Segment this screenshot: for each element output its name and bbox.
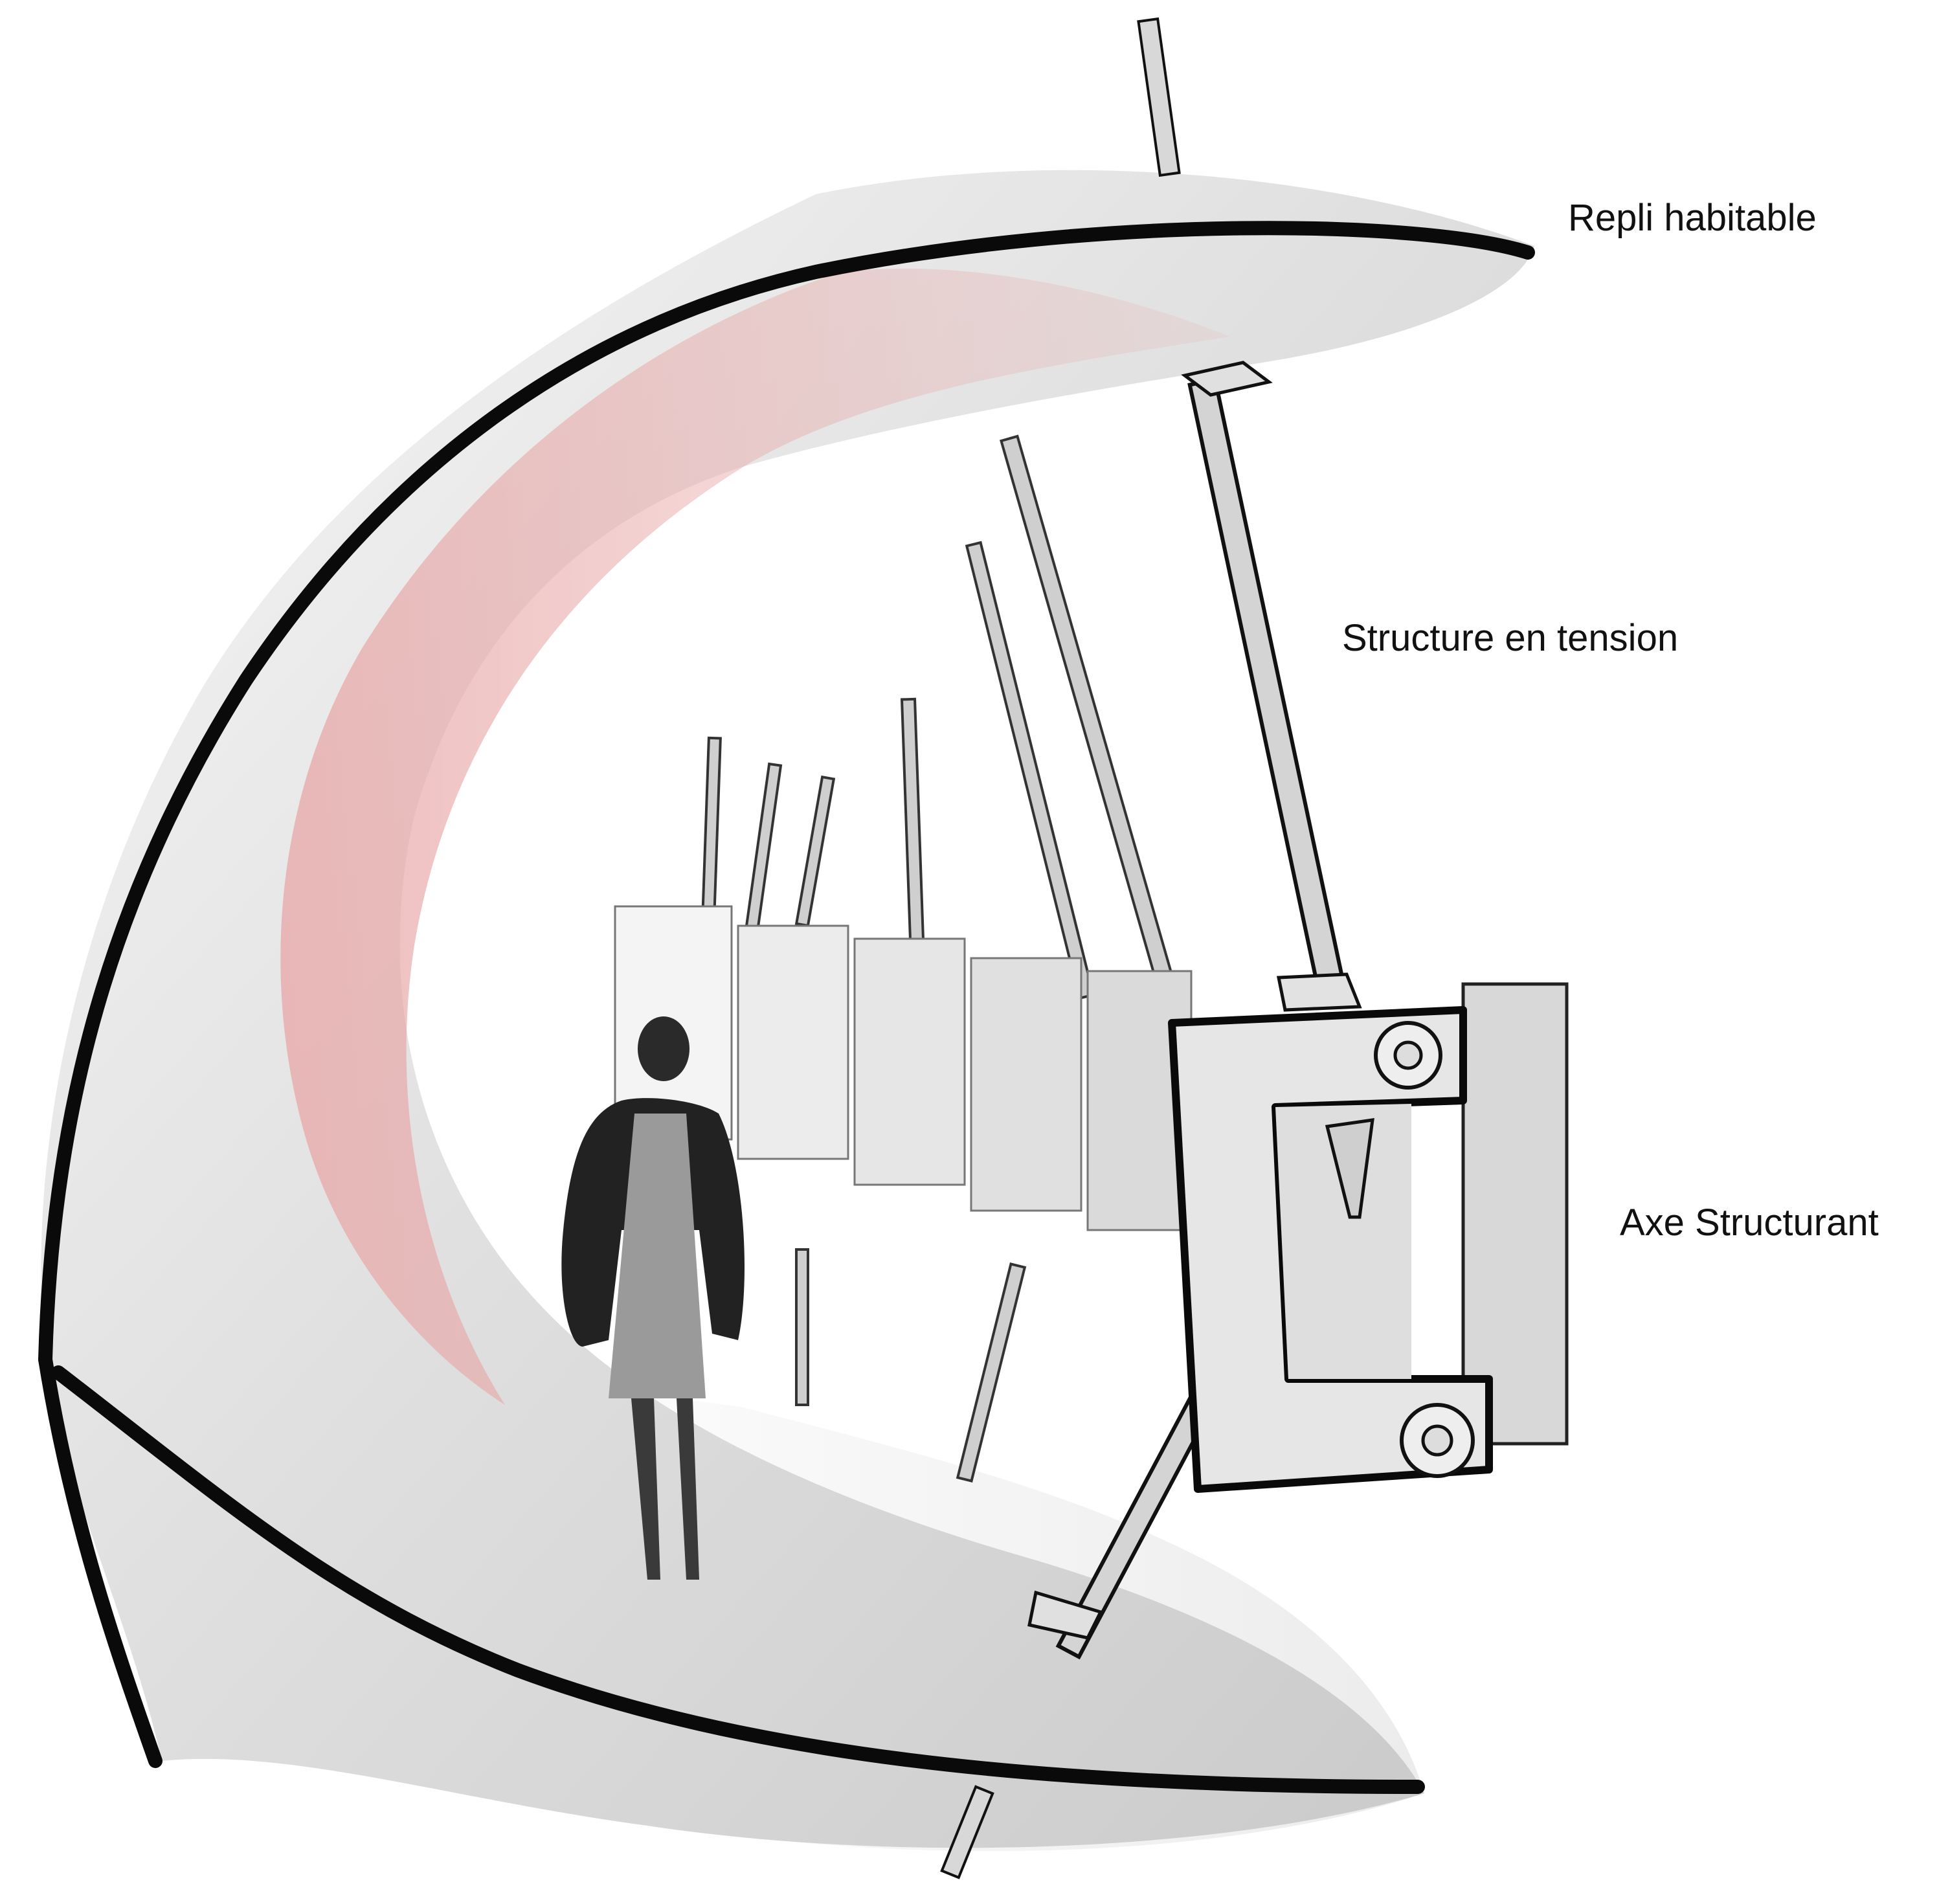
label-axe-structurant: Axe Structurant <box>1620 1204 1879 1242</box>
figure-head <box>638 1016 689 1081</box>
label-repli-habitable: Repli habitable <box>1568 199 1817 237</box>
module-panel <box>855 939 965 1185</box>
tension-rod <box>796 1249 808 1405</box>
bolt-icon <box>1395 1042 1421 1068</box>
clamp-block-back <box>1463 984 1567 1444</box>
main-diagonal-rod-upper <box>1190 379 1342 980</box>
top-mast-rod <box>1138 19 1179 175</box>
module-panel <box>738 926 848 1159</box>
axis-clamp-block <box>1172 974 1567 1489</box>
label-structure-en-tension: Structure en tension <box>1342 620 1678 657</box>
clamp-collar <box>1279 974 1360 1010</box>
module-panel <box>971 958 1081 1211</box>
bolt-icon <box>1423 1426 1451 1455</box>
